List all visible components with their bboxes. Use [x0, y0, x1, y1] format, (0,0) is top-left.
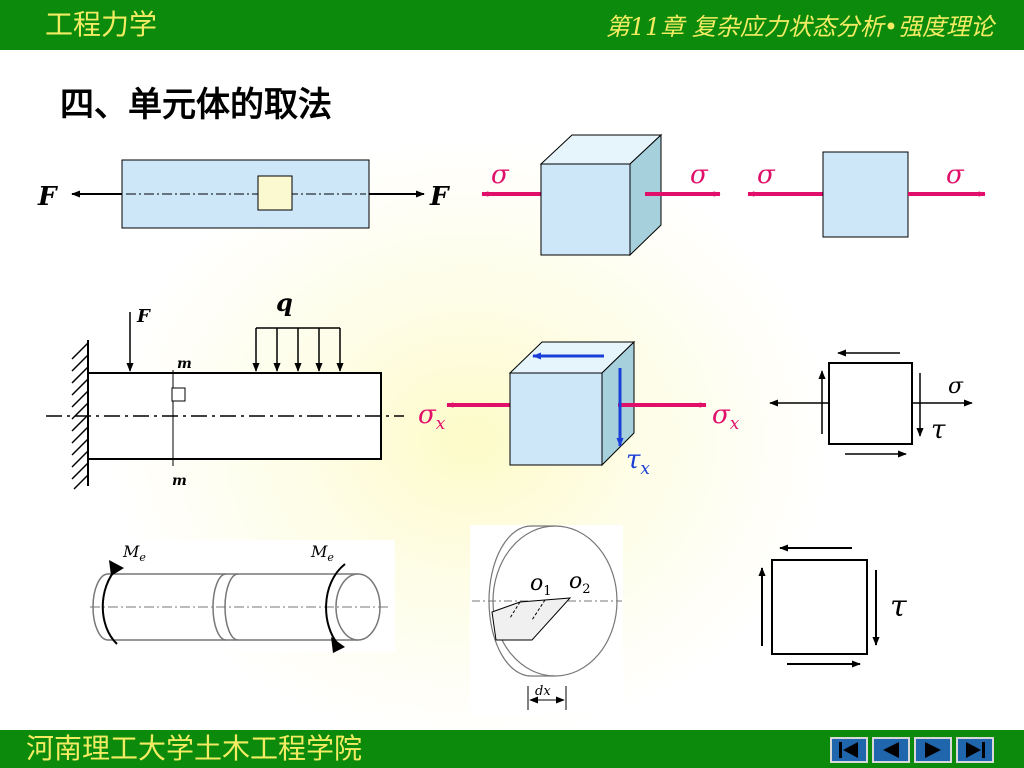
torsion-shaft-figure: Me Me [90, 542, 388, 653]
sigma-label-right-2d: σ [946, 160, 965, 190]
pure-shear-tau-label: τ [890, 589, 907, 624]
shear-cube-figure: σx σx τx [418, 340, 740, 479]
cylinder-slice-figure: o1 o2 dx [472, 525, 622, 710]
skip-first-icon [839, 742, 858, 758]
next-slide-button[interactable] [914, 737, 952, 763]
beam-element-square [171, 387, 186, 402]
sigma-label-left-2d: σ [757, 160, 776, 190]
cylinder-edges [531, 525, 555, 677]
tension-square-figure: σ σ [747, 151, 986, 238]
arrow-left-icon [883, 742, 899, 758]
sigma-label-right: σ [690, 160, 709, 190]
combined-sigma-label: σ [948, 374, 964, 399]
wedge-hidden-edge [509, 601, 521, 619]
cube-front-face-2 [509, 372, 603, 466]
tau-x-label: τx [626, 445, 650, 479]
torque-arc-left [101, 567, 118, 645]
distributed-load-label: q [276, 288, 293, 317]
section-label-top: m [177, 356, 192, 372]
arrow-right-icon [925, 742, 941, 758]
first-slide-button[interactable] [830, 737, 868, 763]
footer-bar: 河南理工大学土木工程学院 [0, 730, 1024, 768]
pure-shear-element-figure: τ [758, 544, 907, 668]
wedge-hidden-edge-2 [531, 599, 546, 621]
prev-slide-button[interactable] [872, 737, 910, 763]
wedge-element [491, 597, 572, 641]
section-label-bottom: m [172, 473, 187, 489]
institution-name: 河南理工大学土木工程学院 [26, 732, 363, 765]
torque-label-right: Me [310, 542, 334, 564]
cantilever-beam-figure: F q m m [46, 288, 404, 490]
section-heading: 四、单元体的取法 [60, 85, 332, 125]
combined-stress-element-figure: σ τ [769, 349, 973, 458]
torque-arrowhead-right [331, 637, 345, 653]
center-point-label-1: o1 [530, 571, 552, 599]
element-square [257, 175, 293, 211]
pure-shear-square [771, 559, 868, 655]
combined-element-square [828, 362, 913, 445]
force-label-right: F [429, 182, 450, 212]
chapter-title: 第11章 复杂应力状态分析•强度理论 [605, 13, 994, 41]
element-square-2d [822, 151, 909, 238]
sigma-x-label-left: σx [418, 400, 446, 434]
sigma-x-label-right: σx [712, 400, 740, 434]
force-label-left: F [37, 182, 58, 212]
skip-last-icon [966, 742, 985, 758]
tension-cube-figure: σ σ [481, 133, 721, 257]
torque-label-left: Me [122, 542, 146, 564]
center-point-label-2: o2 [569, 569, 591, 597]
header-bar: 工程力学 第11章 复杂应力状态分析•强度理论 [0, 0, 1024, 50]
wall-hatching [71, 342, 89, 490]
last-slide-button[interactable] [956, 737, 994, 763]
slice-width-label: dx [535, 684, 551, 699]
axial-bar-figure: F F [37, 159, 450, 229]
cube-front-face [540, 163, 631, 256]
combined-tau-label: τ [931, 415, 946, 445]
sigma-label-left: σ [491, 160, 510, 190]
point-load-label: F [136, 306, 151, 327]
torque-arc-right [325, 563, 346, 645]
torque-arrowhead-left [109, 560, 124, 576]
course-title: 工程力学 [45, 8, 158, 41]
